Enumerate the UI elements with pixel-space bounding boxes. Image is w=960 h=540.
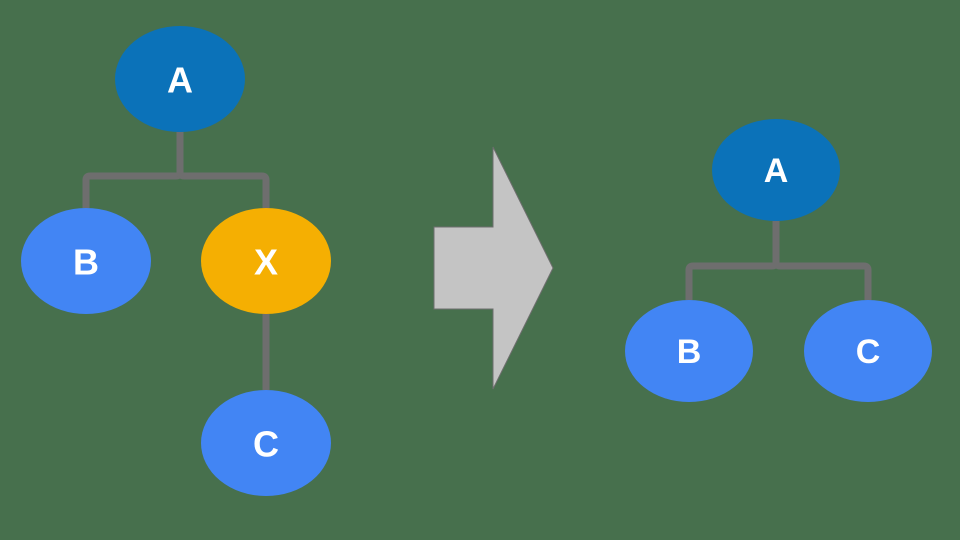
edge-a-to-b — [82, 132, 184, 208]
edge-a2-to-b2 — [685, 221, 780, 300]
edge-a-to-x — [176, 132, 270, 208]
edge-a2-to-c2 — [772, 221, 872, 300]
node-b-after[interactable]: B — [625, 300, 753, 402]
node-c-after[interactable]: C — [804, 300, 932, 402]
before-tree-group: A B X C — [21, 26, 331, 496]
node-b-after-shape[interactable] — [625, 300, 753, 402]
node-a-before-shape[interactable] — [115, 26, 245, 132]
node-a-after-shape[interactable] — [712, 119, 840, 221]
node-a-before[interactable]: A — [115, 26, 245, 132]
after-tree-edges — [685, 221, 872, 300]
node-x-before-shape[interactable] — [201, 208, 331, 314]
node-b-before[interactable]: B — [21, 208, 151, 314]
node-c-after-shape[interactable] — [804, 300, 932, 402]
before-tree-edges — [82, 132, 270, 390]
node-x-before[interactable]: X — [201, 208, 331, 314]
after-tree-group: A B C — [625, 119, 932, 402]
node-b-before-shape[interactable] — [21, 208, 151, 314]
right-arrow-icon — [433, 146, 554, 390]
node-a-after[interactable]: A — [712, 119, 840, 221]
node-c-before[interactable]: C — [201, 390, 331, 496]
node-c-before-shape[interactable] — [201, 390, 331, 496]
